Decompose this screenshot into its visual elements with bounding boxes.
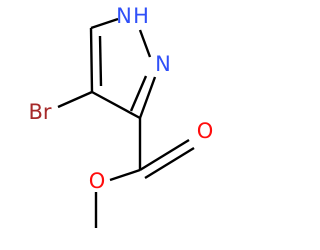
atom-br-label: Br [28, 100, 51, 124]
atom-o-carbonyl-label: O [197, 119, 214, 143]
atom-n1-h: N H [116, 4, 149, 28]
bond-n1-c5 [90, 17, 119, 30]
atom-n1-label: N [116, 4, 132, 28]
bond-c5-c4 [89, 27, 94, 93]
bond-carbonyl-double-b [144, 146, 195, 180]
bond-c-o-ester [109, 168, 141, 182]
atom-o-ester-label: O [89, 169, 106, 193]
bond-c4-br [57, 90, 93, 109]
bond-carbonyl-double-a [139, 138, 190, 172]
bond-c5-c4-inner [98, 35, 103, 87]
atom-n2-label: N [155, 52, 171, 76]
bond-c3-n2 [138, 76, 157, 119]
bond-n2-n1 [138, 29, 152, 58]
bond-c4-c3 [91, 90, 141, 120]
molecule-structure-diagram: N H N Br O O [28, 4, 214, 228]
atom-n1-hydrogen-label: H [133, 4, 149, 28]
bond-c3-n2-inner [129, 75, 148, 112]
